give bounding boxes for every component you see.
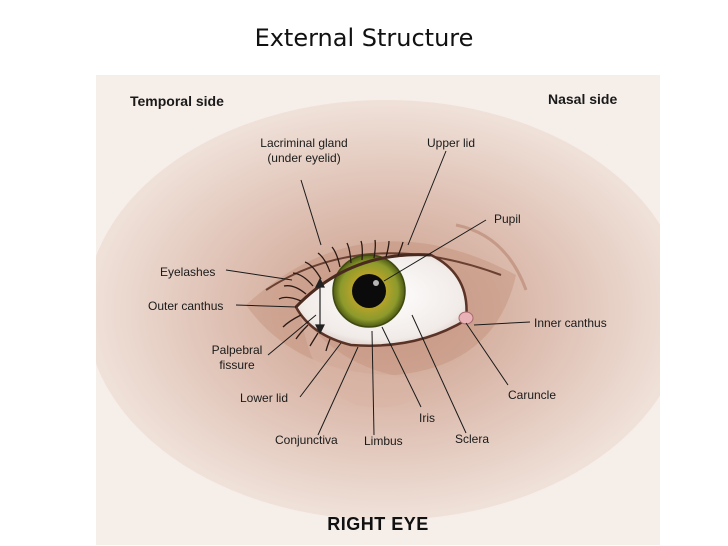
caruncle-label: Caruncle [508,388,557,402]
limbus-label: Limbus [364,434,403,448]
pupil-highlight [373,280,379,286]
figure-caption: RIGHT EYE [327,514,429,534]
lower-lid-label: Lower lid [240,391,289,405]
sclera-label: Sclera [455,432,490,446]
inner-canthus-label: Inner canthus [534,316,607,330]
palpebral-fissure-label: Palpebral fissure [211,343,263,372]
eyelashes-shape [278,239,404,352]
leader-lines [225,150,531,436]
pupil-label: Pupil [494,212,521,226]
slide-title: External Structure [254,24,474,52]
nasal-fold [455,223,528,291]
lacrimal-gland-label: Lacriminal gland (under eyelid) [260,136,348,165]
upper-lid-label: Upper lid [427,136,476,150]
conjunctiva-label: Conjunctiva [275,433,338,447]
nasal-side-label: Nasal side [548,91,618,107]
eyelashes-label: Eyelashes [160,265,216,279]
pupil-shape [352,274,386,308]
eye-diagram-figure: Temporal side Nasal side Lacriminal glan… [96,75,660,545]
iris-label: Iris [419,411,435,425]
lower-lid-shadow [301,315,426,408]
outer-canthus-label: Outer canthus [148,299,224,313]
temporal-side-label: Temporal side [130,93,224,109]
upper-lid-edge [294,253,432,309]
caruncle-shape [458,311,474,325]
palpebral-fissure-arrow [315,277,325,335]
eye-illustration [96,75,660,545]
